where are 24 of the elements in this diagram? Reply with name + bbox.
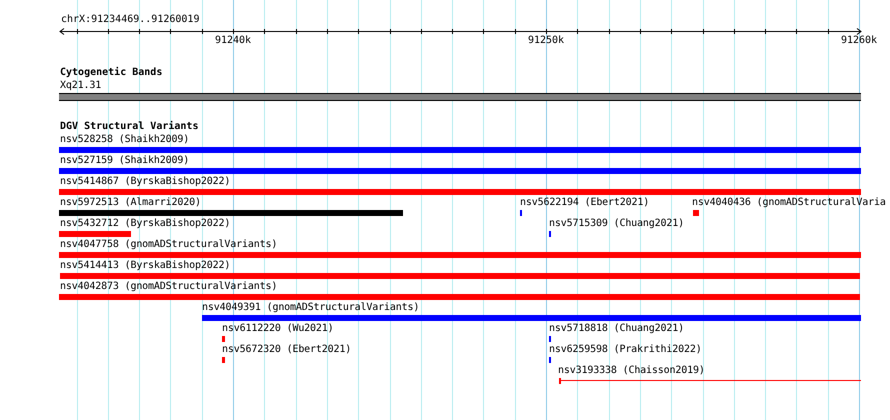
tick-label: 91240k	[214, 35, 252, 47]
variant-label: nsv5414867 (ByrskaBishop2022)	[60, 176, 230, 188]
variant-label: nsv5715309 (Chuang2021)	[549, 218, 684, 230]
variant-label: nsv6112220 (Wu2021)	[222, 323, 334, 335]
axis-range-label: chrX:91234469..91260019	[61, 14, 200, 26]
track-title: DGV Structural Variants	[60, 121, 198, 133]
variant-label: nsv5414413 (ByrskaBishop2022)	[60, 260, 230, 272]
variant-label: nsv6259598 (Prakrithi2022)	[549, 344, 702, 356]
variant-label: nsv5672320 (Ebert2021)	[222, 344, 352, 356]
variant-label: nsv3193338 (Chaisson2019)	[558, 365, 705, 377]
variant-label: nsv527159 (Shaikh2009)	[60, 155, 190, 167]
variant-label: nsv5972513 (Almarri2020)	[60, 197, 201, 209]
band-label: Xq21.31	[60, 80, 102, 92]
variant-label: nsv4040436 (gnomADStructuralVaria	[692, 197, 886, 209]
tick-label: 91250k	[528, 35, 564, 47]
variant-label: nsv4047758 (gnomADStructuralVariants)	[60, 239, 278, 251]
variant-label: nsv5718818 (Chuang2021)	[549, 323, 684, 335]
variant-label: nsv4049391 (gnomADStructuralVariants)	[202, 302, 420, 314]
variant-label: nsv4042873 (gnomADStructuralVariants)	[60, 281, 278, 293]
tick-label: 91260k	[840, 35, 878, 47]
variant-label: nsv5432712 (ByrskaBishop2022)	[60, 218, 230, 230]
variant-label: nsv5622194 (Ebert2021)	[520, 197, 650, 209]
variant-label: nsv528258 (Shaikh2009)	[60, 134, 190, 146]
track-title: Cytogenetic Bands	[60, 67, 162, 79]
